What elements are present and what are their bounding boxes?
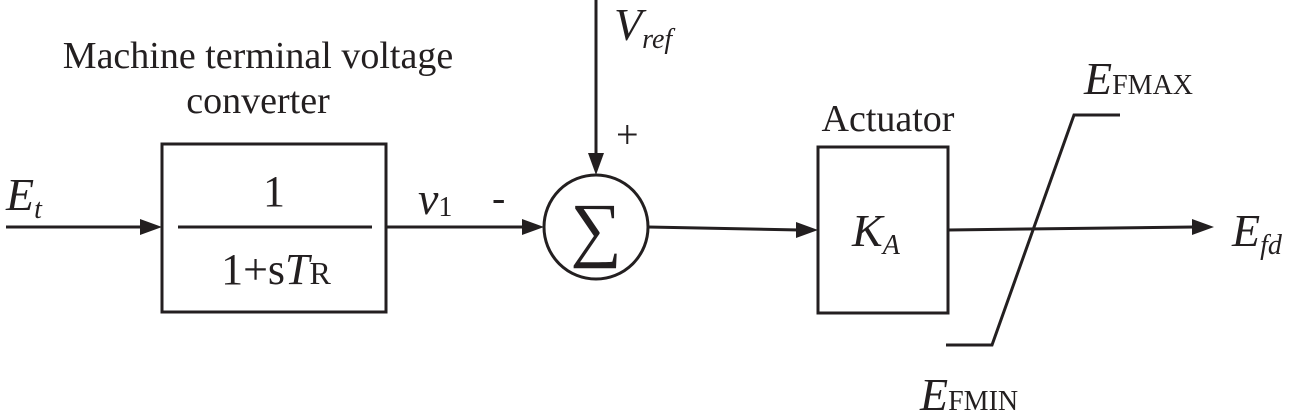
minus-sign: -	[492, 175, 505, 220]
v1-arrowhead	[522, 219, 544, 235]
sigma-symbol: ∑	[570, 189, 621, 269]
output-signal-line	[947, 225, 1195, 232]
v1-label: v1	[418, 173, 452, 224]
vref-label: Vref	[614, 0, 675, 55]
error-arrowhead	[796, 222, 818, 238]
efmin-label: EFMIN	[919, 369, 1018, 418]
vref-arrowhead	[588, 153, 604, 175]
efmax-label: EFMAX	[1083, 53, 1193, 104]
input-label: Et	[5, 169, 43, 225]
output-label: Efd	[1231, 205, 1283, 261]
actuator-title: Actuator	[822, 98, 955, 140]
output-arrowhead	[1192, 219, 1214, 235]
error-signal-line	[647, 225, 801, 232]
plus-sign: +	[616, 112, 639, 157]
input-arrowhead	[140, 219, 162, 235]
converter-title-line2: converter	[186, 80, 330, 122]
converter-denominator: 1+sTR	[221, 245, 331, 294]
limiter-symbol	[946, 113, 1120, 347]
converter-numerator: 1	[263, 167, 285, 216]
actuator-gain: KA	[851, 205, 901, 261]
converter-title-line1: Machine terminal voltage	[63, 35, 453, 77]
